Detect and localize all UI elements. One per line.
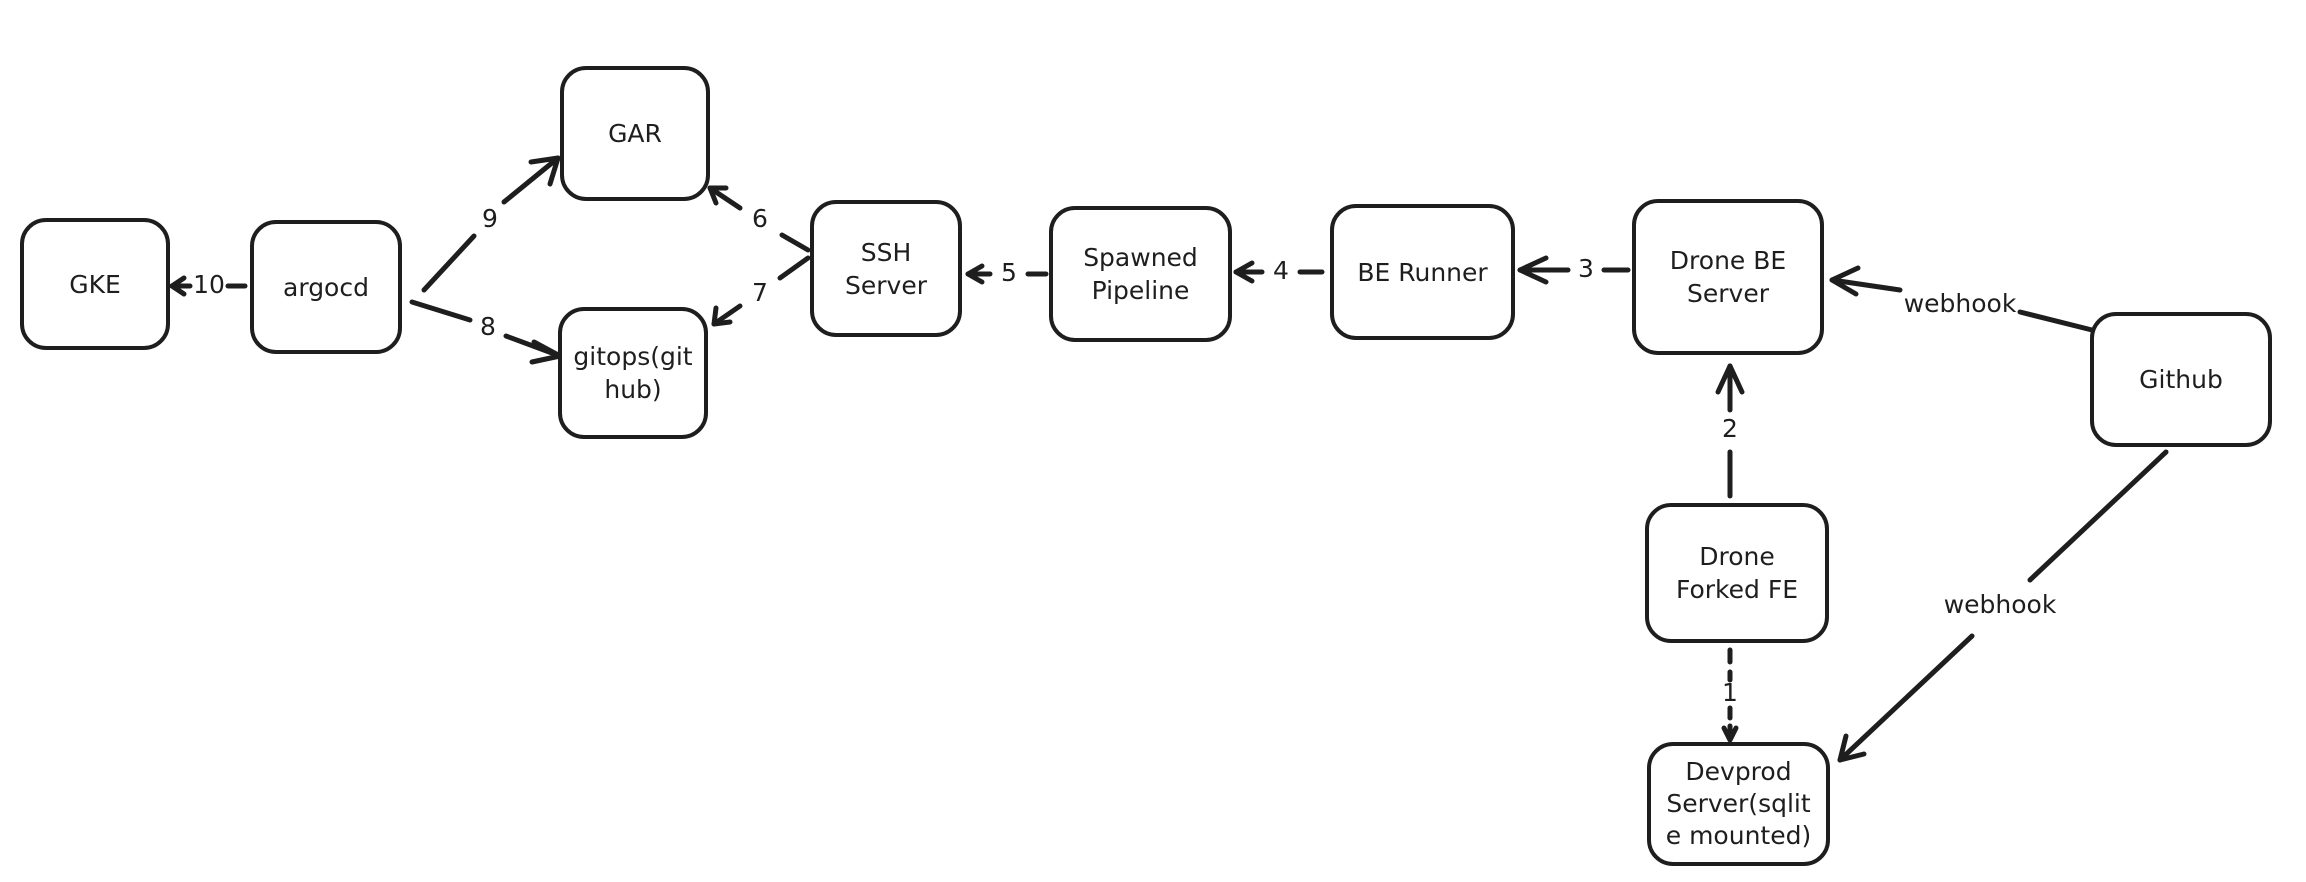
edge-label-webhook-devprod: webhook [1944,590,2057,619]
node-gar: GAR [560,66,710,201]
edge-argocd-to-gitops: 8 [409,299,563,365]
edge-label-webhook-be: webhook [1904,289,2017,318]
edge-label-9: 9 [482,204,498,233]
node-spawned-pipeline: Spawned Pipeline [1049,206,1232,342]
node-gitops: gitops(git hub) [558,307,708,439]
node-ssh-server: SSH Server [810,200,962,337]
edge-argocd-to-gke: 10 [169,270,248,299]
edge-ssh-to-gar: 6 [707,185,811,253]
edge-argocd-to-gar: 9 [421,155,561,293]
node-be-runner: BE Runner [1330,204,1515,340]
node-drone-forked-fe: Drone Forked FE [1645,503,1829,643]
edge-label-7: 7 [752,278,768,307]
node-github: Github [2090,312,2272,447]
node-drone-be-server: Drone BE Server [1632,199,1824,355]
node-argocd: argocd [250,220,402,354]
node-devprod-server: Devprod Server(sqlit e mounted) [1647,742,1830,866]
edge-label-2: 2 [1722,414,1738,443]
edge-github-to-drone-be: webhook [1829,265,2095,333]
edge-runner-to-pipeline: 4 [1233,256,1325,285]
edge-label-5: 5 [1001,258,1017,287]
edge-label-1: 1 [1722,678,1738,707]
edge-fe-to-devprod: 1 [1721,647,1739,743]
edge-drone-be-to-runner: 3 [1517,254,1631,285]
edge-label-3: 3 [1578,254,1594,283]
edge-ssh-to-gitops: 7 [711,255,811,327]
edge-label-8: 8 [480,312,496,341]
edge-github-to-devprod: webhook [1837,449,2169,763]
edge-label-6: 6 [752,204,768,233]
edge-label-10: 10 [193,270,225,299]
edge-label-4: 4 [1273,256,1289,285]
edge-pipeline-to-ssh: 5 [965,258,1049,287]
edge-fe-to-drone-be: 2 [1715,363,1745,499]
node-gke: GKE [20,218,170,350]
